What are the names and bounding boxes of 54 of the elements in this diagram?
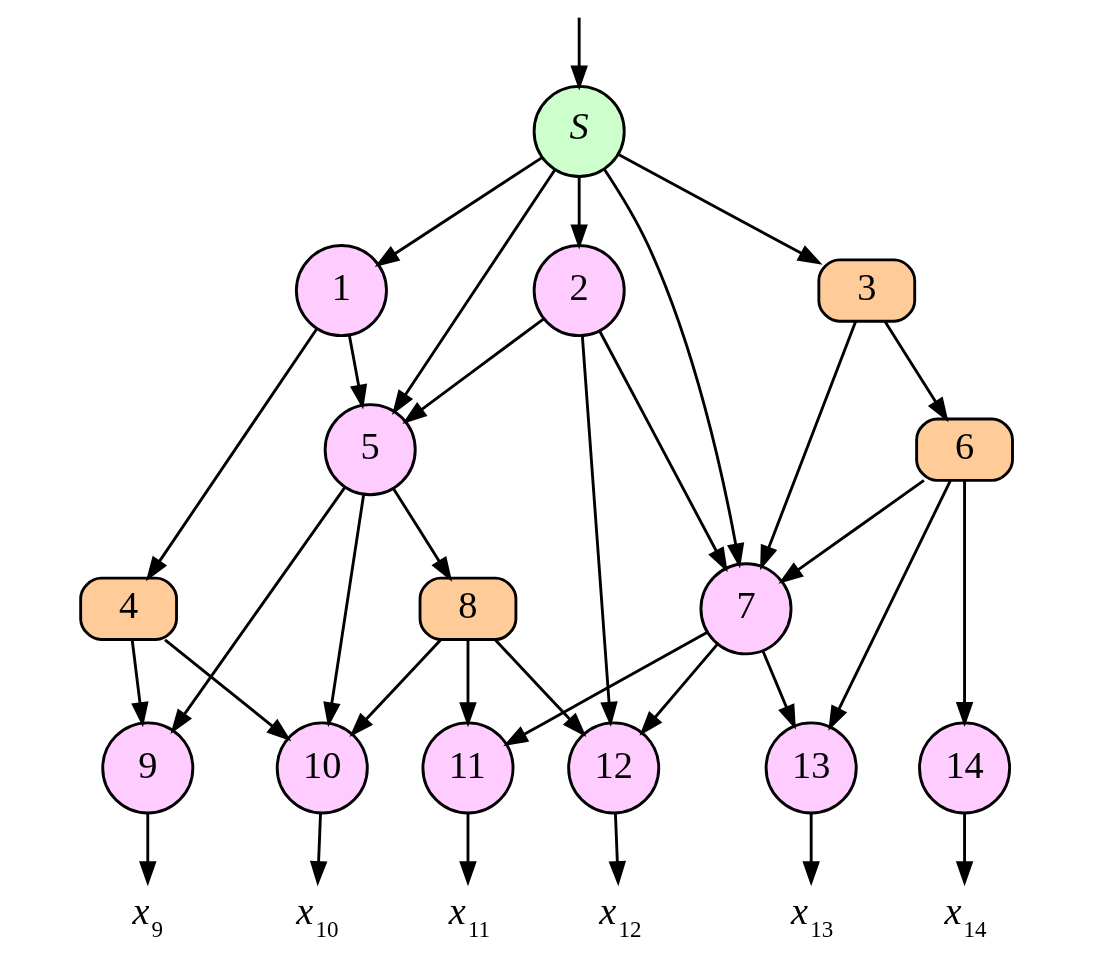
node-box: 8 — [418, 576, 517, 641]
arrow — [169, 486, 346, 734]
node-circle: 12 — [566, 721, 660, 815]
node-circle: 1 — [294, 244, 388, 338]
arrow — [130, 639, 149, 728]
arrow — [347, 335, 367, 410]
arrow — [602, 168, 744, 569]
arrow — [391, 487, 452, 582]
arrow — [458, 639, 477, 728]
arrow — [145, 327, 318, 582]
node-circle: 14 — [917, 721, 1011, 815]
node-text: x$_{12}$ — [598, 890, 641, 942]
arrow — [569, 17, 588, 91]
node-text: x$_{14}$ — [943, 890, 987, 942]
node-circle: 13 — [764, 721, 858, 815]
arrow — [801, 813, 820, 887]
arrow — [458, 813, 477, 887]
arrow — [760, 650, 796, 730]
arrow — [163, 638, 291, 742]
node-text: x$_{9}$ — [131, 890, 163, 942]
arrow — [401, 317, 545, 424]
node-circle: 11 — [420, 721, 514, 815]
arrow — [777, 479, 925, 584]
node-box: 6 — [914, 417, 1014, 482]
arrow — [608, 813, 626, 887]
arrow — [309, 813, 327, 887]
node-circle: 5 — [323, 403, 417, 497]
arrow — [827, 479, 952, 731]
arrow — [138, 813, 156, 887]
arrow — [569, 176, 588, 250]
node-circle: 2 — [532, 244, 626, 338]
arrow — [617, 153, 823, 265]
arrow — [759, 320, 857, 571]
arrow — [580, 336, 618, 727]
arrow — [597, 330, 728, 573]
node-circle: 7 — [699, 562, 792, 656]
arrow — [349, 638, 442, 737]
arrow — [955, 813, 973, 887]
arrow — [322, 494, 365, 728]
node-box: 4 — [78, 576, 178, 641]
node-circle: S — [532, 84, 626, 178]
arrow — [955, 480, 973, 728]
arrow — [639, 643, 718, 736]
node-text: x$_{10}$ — [295, 890, 339, 942]
arrow — [883, 320, 949, 423]
node-text: x$_{11}$ — [448, 890, 490, 942]
node-circle: 10 — [275, 721, 369, 815]
node-box: 3 — [816, 258, 916, 323]
arrow — [374, 156, 543, 267]
arrow — [391, 169, 556, 415]
arrow — [493, 638, 586, 737]
node-circle: 9 — [100, 721, 194, 815]
node-text: x$_{13}$ — [790, 890, 833, 942]
arrow — [502, 630, 708, 747]
